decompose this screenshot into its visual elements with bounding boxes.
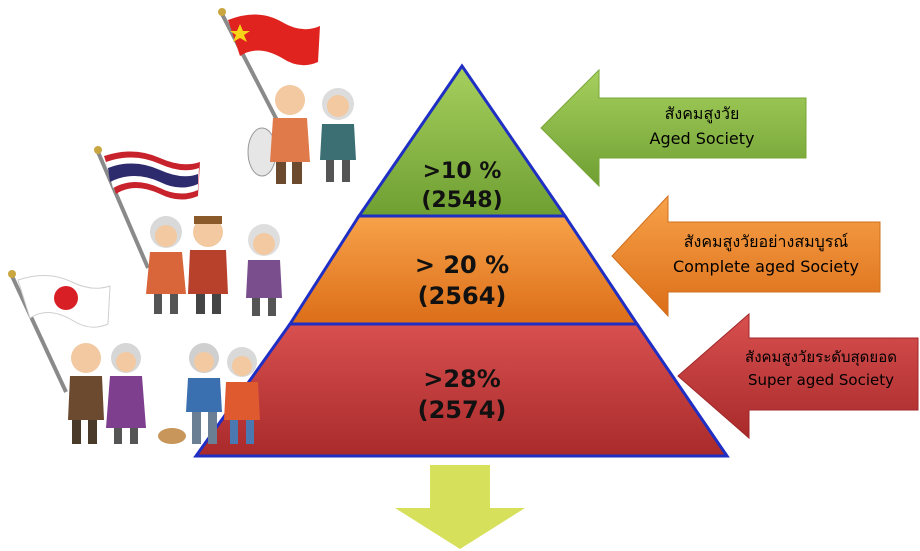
- tier-bottom-label: >28% (2574): [382, 364, 542, 426]
- aged-society-thai: สังคมสูงวัย: [664, 104, 740, 123]
- super-aged-society-thai: สังคมสูงวัยระดับสุดยอด: [745, 348, 897, 366]
- tier-middle-label: > 20 % (2564): [382, 250, 542, 312]
- arrow-aged-society: [540, 68, 807, 188]
- arrow-complete-aged-society-label: สังคมสูงวัยอย่างสมบูรณ์ Complete aged So…: [650, 230, 882, 280]
- arrow-super-aged-society-label: สังคมสูงวัยระดับสุดยอด Super aged Societ…: [724, 346, 918, 393]
- china-elderly-couple-icon: [247, 85, 356, 184]
- japan-elderly-group-icon: [68, 343, 260, 444]
- down-arrow: [395, 465, 525, 549]
- tier-middle-year: (2564): [417, 282, 507, 311]
- tier-bottom-percent: >28%: [423, 365, 501, 393]
- tier-middle-percent: > 20 %: [414, 251, 510, 279]
- thailand-flag-icon: [94, 146, 200, 269]
- complete-aged-society-thai: สังคมสูงวัยอย่างสมบูรณ์: [683, 232, 849, 251]
- arrow-super-aged-society: [677, 312, 919, 440]
- arrow-complete-aged-society: [611, 194, 881, 318]
- china-flag-icon: [218, 8, 320, 127]
- tier-bottom-year: (2574): [417, 396, 507, 425]
- tier-top-year: (2548): [421, 187, 503, 213]
- tier-top-label: >10 % (2548): [392, 158, 532, 215]
- complete-aged-society-english: Complete aged Society: [672, 256, 859, 276]
- thailand-elderly-group-icon: [146, 216, 282, 316]
- arrow-aged-society-label: สังคมสูงวัย Aged Society: [604, 102, 800, 152]
- tier-top-percent: >10 %: [422, 159, 502, 184]
- aged-society-english: Aged Society: [649, 128, 755, 148]
- japan-flag-icon: [8, 270, 111, 393]
- super-aged-society-english: Super aged Society: [747, 371, 895, 390]
